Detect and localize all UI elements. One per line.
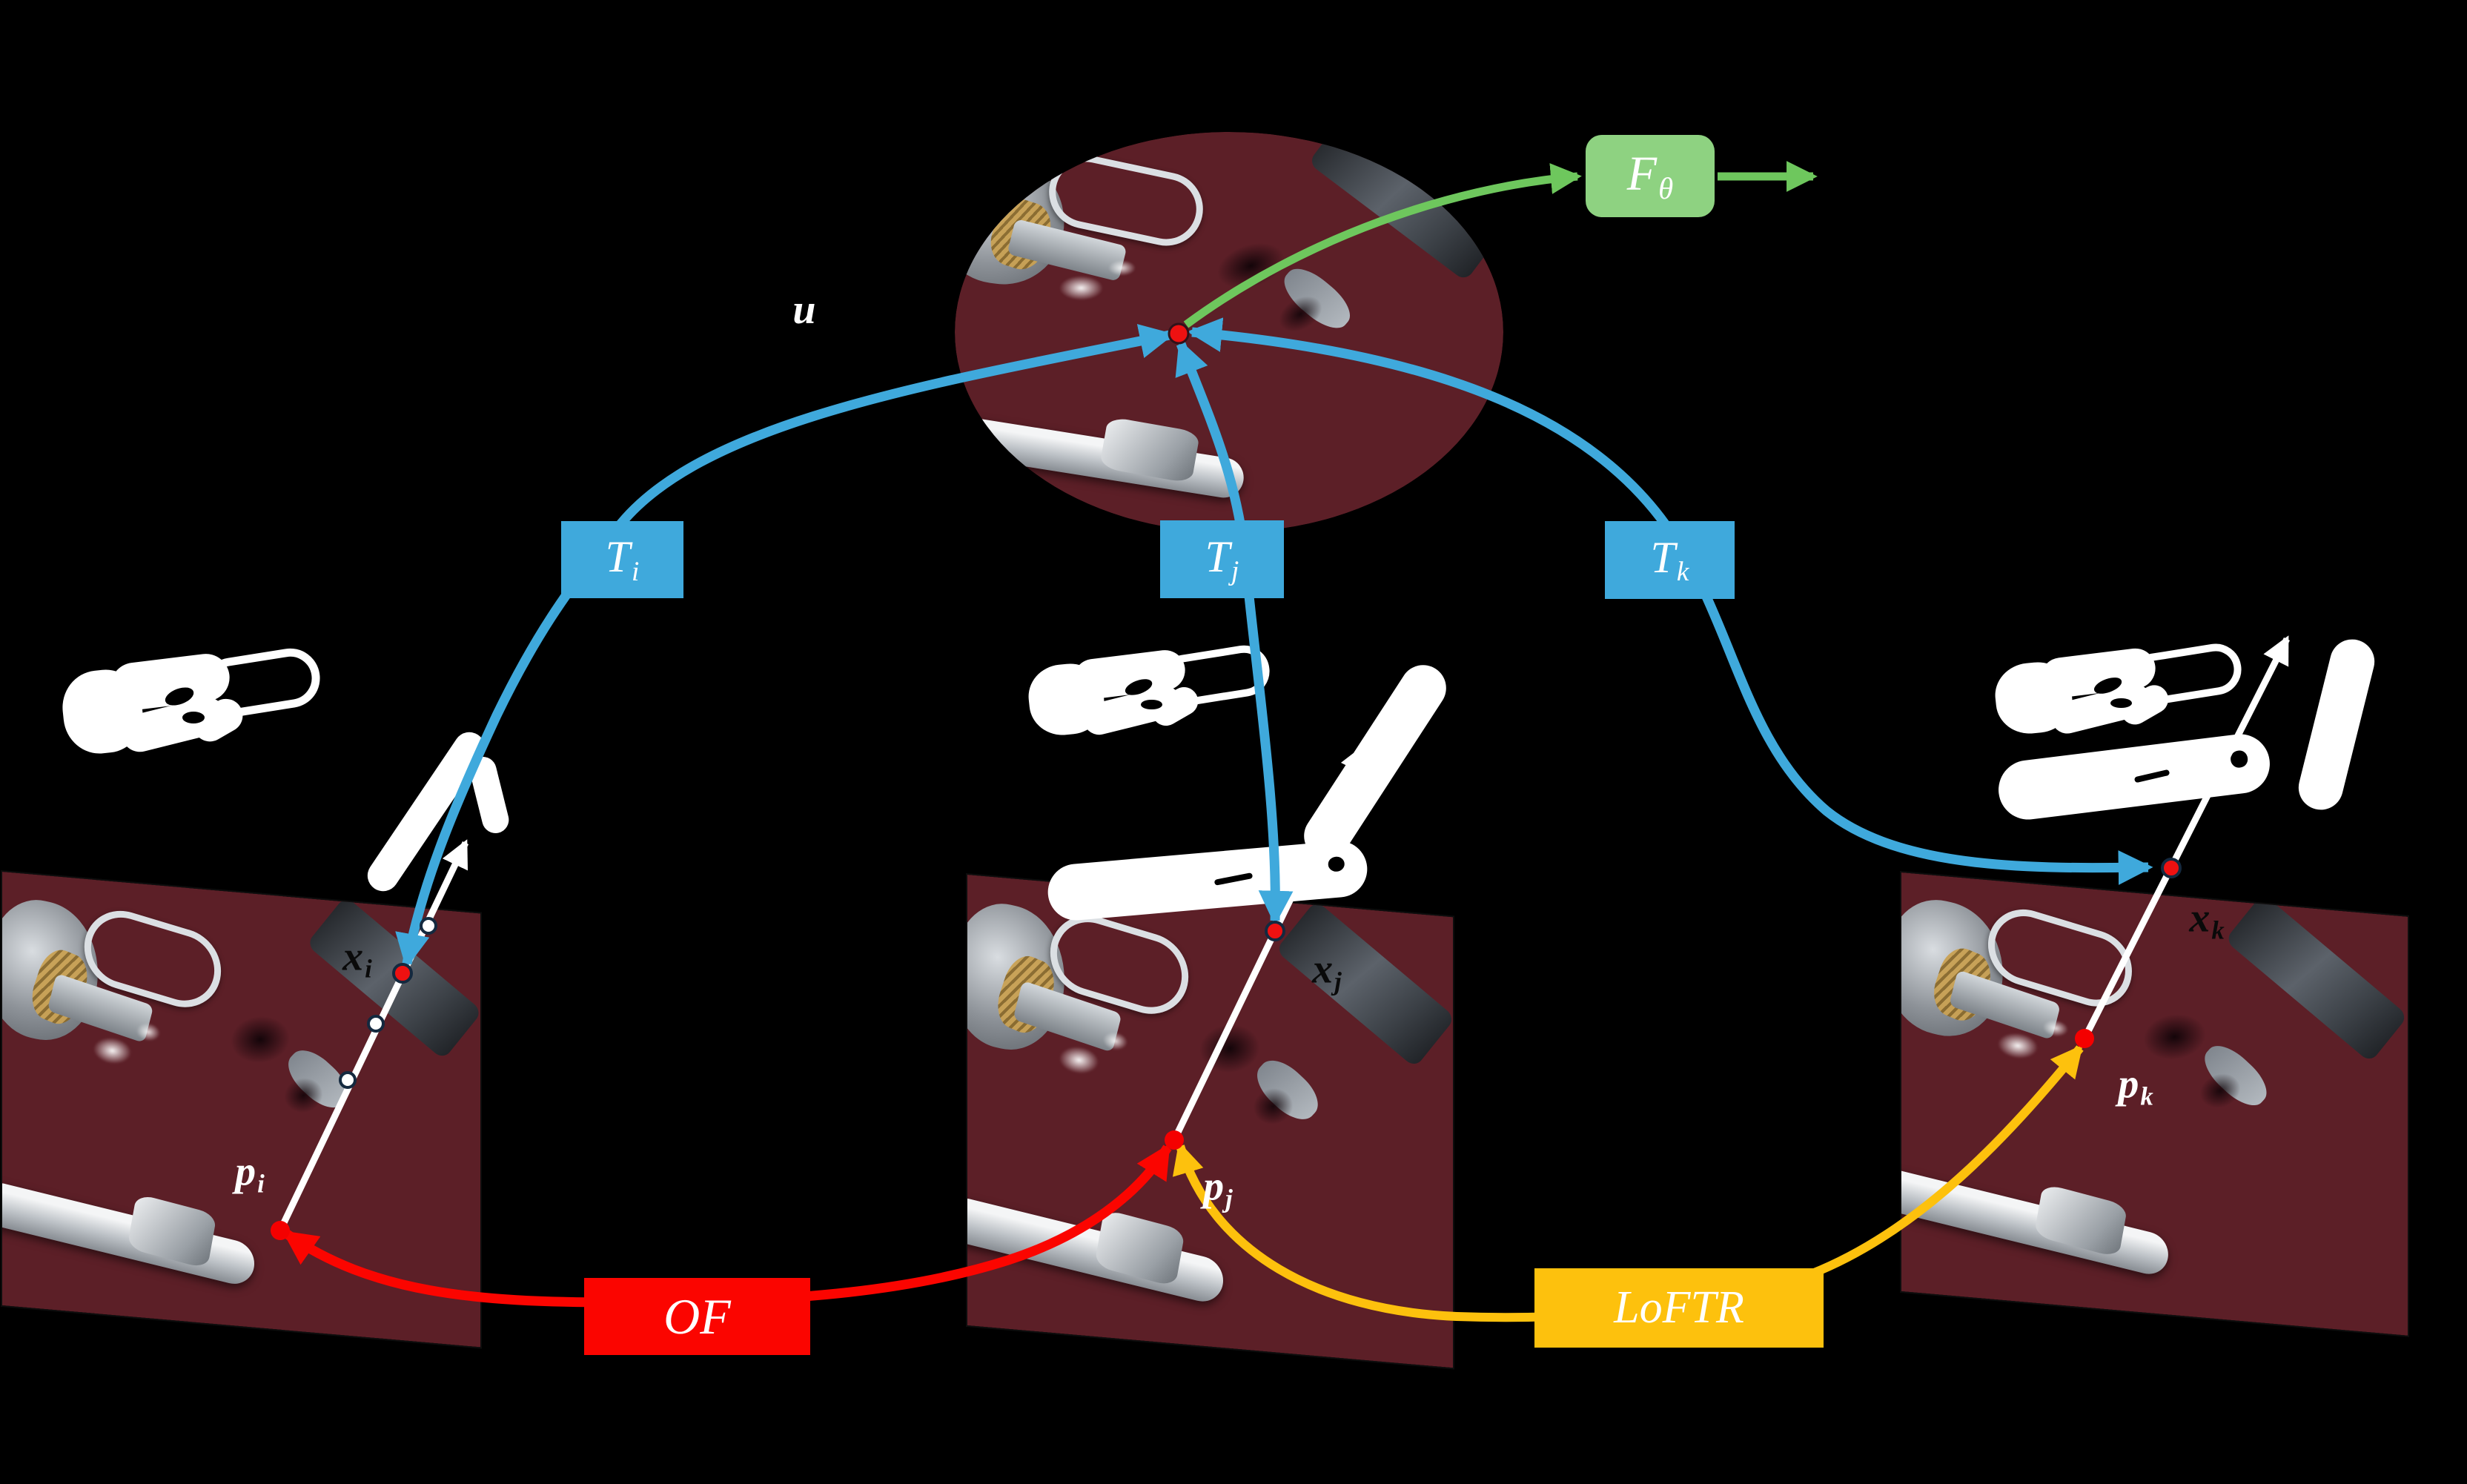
optical-flow-box: OF — [584, 1278, 810, 1355]
point-p-k — [2075, 1029, 2094, 1048]
tool-axis-ray-k — [2081, 635, 2291, 1041]
transform-box-Ti: Ti — [561, 521, 683, 598]
point-x-j — [1265, 921, 1285, 941]
mask-clamp-i — [59, 644, 325, 767]
specular-highlight — [1108, 259, 1136, 276]
label-p-i: pi — [235, 1148, 265, 1199]
mask-clamp-slot — [182, 711, 205, 723]
point-x-i — [392, 963, 413, 984]
Tj-label: Tj — [1205, 531, 1239, 587]
axis-sample-dot — [339, 1071, 357, 1089]
point-p-i — [271, 1221, 290, 1240]
label-x-i: xi — [342, 933, 372, 984]
label-p-k: pk — [2118, 1061, 2153, 1111]
transform-arc-Tk — [1187, 317, 2153, 885]
Tk-label: Tk — [1650, 532, 1689, 588]
transform-arc-Ti — [395, 324, 1175, 969]
query-arc-to-Ftheta — [1183, 163, 1582, 328]
loftr-box: LoFTR — [1534, 1268, 1824, 1348]
OF-label: OF — [663, 1288, 731, 1345]
axis-sample-dot — [367, 1015, 385, 1033]
label-p-j: pj — [1203, 1163, 1233, 1213]
point-x-k — [2161, 858, 2182, 878]
transform-arc-Tj — [1175, 339, 1294, 926]
label-x-j: xj — [1312, 946, 1342, 996]
label-u: u — [792, 287, 816, 333]
tool-axis-ray-i — [276, 839, 469, 1232]
point-p-j — [1165, 1130, 1184, 1150]
label-x-k: xk — [2189, 895, 2225, 945]
LoFTR-label: LoFTR — [1614, 1282, 1744, 1333]
network-box-Ftheta: Fθ — [1586, 135, 1715, 217]
specular-highlight — [1059, 276, 1103, 300]
point-u — [1168, 322, 1190, 345]
transform-box-Tj: Tj — [1160, 520, 1284, 598]
Ftheta-label: Fθ — [1626, 146, 1674, 206]
Ti-label: Ti — [605, 532, 640, 587]
axis-sample-dot — [420, 917, 437, 935]
transform-box-Tk: Tk — [1605, 521, 1735, 599]
